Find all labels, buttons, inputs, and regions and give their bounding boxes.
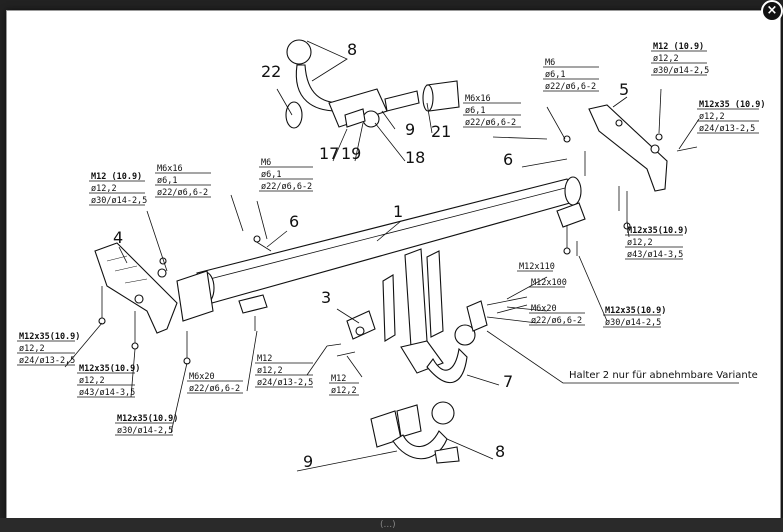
svg-text:M12x35 (10.9): M12x35 (10.9) <box>699 100 766 110</box>
svg-text:M12x100: M12x100 <box>531 278 567 288</box>
part-label-9-bottom: 9 <box>303 452 313 471</box>
svg-text:ø12,2: ø12,2 <box>91 184 117 194</box>
bottom-fixed-ball <box>370 401 460 464</box>
spec-center-m12: M12 ø12,2 ø24/ø13-2,5 <box>255 354 313 388</box>
spec-left-m12: M12 (10.9) ø12,2 ø30/ø14-2,5 <box>89 172 147 206</box>
part-label-8-bottom: 8 <box>495 442 505 461</box>
svg-text:M6x16: M6x16 <box>157 164 183 174</box>
svg-text:ø22/ø6,6-2: ø22/ø6,6-2 <box>531 316 582 326</box>
svg-text:ø43/ø14-3,5: ø43/ø14-3,5 <box>627 250 683 260</box>
part-label-6-right: 6 <box>503 150 513 169</box>
part-label-6-left: 6 <box>289 212 299 231</box>
part-label-17: 17 <box>319 144 339 163</box>
svg-text:ø12,2: ø12,2 <box>79 376 105 386</box>
svg-text:M12x35(10.9): M12x35(10.9) <box>79 364 140 374</box>
spec-left-m6x16: M6x16 ø6,1 ø22/ø6,6-2 <box>155 164 211 198</box>
svg-text:ø30/ø14-2,5: ø30/ø14-2,5 <box>117 426 173 436</box>
part-label-9-top: 9 <box>405 120 415 139</box>
right-bracket-part <box>588 104 668 192</box>
svg-text:M12x35(10.9): M12x35(10.9) <box>627 226 688 236</box>
svg-text:ø24/ø13-2,5: ø24/ø13-2,5 <box>19 356 75 366</box>
svg-text:ø22/ø6,6-2: ø22/ø6,6-2 <box>261 182 312 192</box>
spec-m6x20-right: M6x20 ø22/ø6,6-2 <box>529 304 585 326</box>
part-label-18: 18 <box>405 148 425 167</box>
spec-top-m6x16: M6x16 ø6,1 ø22/ø6,6-2 <box>463 94 521 128</box>
spec-top-m12: M12 (10.9) ø12,2 ø30/ø14-2,5 <box>651 42 709 76</box>
spec-right-m12x35-b: M12x35(10.9) ø30/ø14-2,5 <box>603 306 666 328</box>
left-bracket-part <box>94 242 214 334</box>
svg-text:ø24/ø13-2,5: ø24/ø13-2,5 <box>257 378 313 388</box>
svg-text:ø12,2: ø12,2 <box>331 386 357 396</box>
svg-text:M12: M12 <box>257 354 272 364</box>
part-number-labels: 8 22 9 21 17 19 18 5 6 1 6 4 3 7 9 8 <box>113 40 629 471</box>
svg-text:ø12,2: ø12,2 <box>257 366 283 376</box>
part-label-3: 3 <box>321 288 331 307</box>
top-detachable-ball <box>285 39 460 129</box>
svg-text:ø30/ø14-2,5: ø30/ø14-2,5 <box>91 196 147 206</box>
part-label-4: 4 <box>113 228 123 247</box>
crossbar-part <box>195 176 586 314</box>
part-label-7: 7 <box>503 372 513 391</box>
spec-m12x110: M12x110 <box>517 262 555 272</box>
spec-left-m6: M6 ø6,1 ø22/ø6,6-2 <box>259 158 313 192</box>
svg-text:ø12,2: ø12,2 <box>699 112 725 122</box>
svg-text:M12x35(10.9): M12x35(10.9) <box>605 306 666 316</box>
svg-text:ø12,2: ø12,2 <box>653 54 679 64</box>
spec-m12x100: M12x100 <box>529 278 567 288</box>
spec-top-m6-right: M6 ø6,1 ø22/ø6,6-2 <box>543 58 599 92</box>
svg-text:ø12,2: ø12,2 <box>19 344 45 354</box>
svg-text:M12x35(10.9): M12x35(10.9) <box>117 414 178 424</box>
svg-text:ø6,1: ø6,1 <box>545 70 565 80</box>
close-icon[interactable]: × <box>761 0 783 22</box>
svg-text:ø22/ø6,6-2: ø22/ø6,6-2 <box>157 188 208 198</box>
svg-text:ø12,2: ø12,2 <box>627 238 653 248</box>
svg-text:M6x20: M6x20 <box>189 372 215 382</box>
footer-strip <box>0 518 783 532</box>
svg-text:M12x35(10.9): M12x35(10.9) <box>19 332 80 342</box>
part-label-1: 1 <box>393 202 403 221</box>
detachable-note: Halter 2 nur für abnehmbare Variante <box>569 370 758 381</box>
part-label-22: 22 <box>261 62 281 81</box>
svg-text:M12 (10.9): M12 (10.9) <box>91 172 142 182</box>
spec-center-m12-b: M12 ø12,2 <box>329 374 359 396</box>
svg-text:ø43/ø14-3,5: ø43/ø14-3,5 <box>79 388 135 398</box>
svg-text:ø30/ø14-2,5: ø30/ø14-2,5 <box>605 318 661 328</box>
spec-left-m12x35-c: M12x35(10.9) ø30/ø14-2,5 <box>115 414 178 436</box>
svg-text:ø22/ø6,6-2: ø22/ø6,6-2 <box>189 384 240 394</box>
svg-text:M6: M6 <box>545 58 555 68</box>
part-label-8-top: 8 <box>347 40 357 59</box>
svg-text:M12 (10.9): M12 (10.9) <box>653 42 704 52</box>
svg-text:ø30/ø14-2,5: ø30/ø14-2,5 <box>653 66 709 76</box>
svg-text:M12x110: M12x110 <box>519 262 555 272</box>
footer-tab: (...) <box>380 520 396 530</box>
spec-center-m6x20: M6x20 ø22/ø6,6-2 <box>187 372 243 394</box>
svg-text:ø22/ø6,6-2: ø22/ø6,6-2 <box>465 118 516 128</box>
part-label-21: 21 <box>431 122 451 141</box>
svg-text:M12: M12 <box>331 374 346 384</box>
svg-text:ø22/ø6,6-2: ø22/ø6,6-2 <box>545 82 596 92</box>
svg-text:M6: M6 <box>261 158 271 168</box>
spec-left-m12x35-b: M12x35(10.9) ø12,2 ø43/ø14-3,5 <box>77 364 140 398</box>
part-label-19: 19 <box>341 144 361 163</box>
svg-text:M6x16: M6x16 <box>465 94 491 104</box>
svg-text:ø24/ø13-2,5: ø24/ø13-2,5 <box>699 124 755 134</box>
svg-text:ø6,1: ø6,1 <box>465 106 485 116</box>
svg-text:M6x20: M6x20 <box>531 304 557 314</box>
center-housing-part <box>346 248 488 384</box>
part-label-5: 5 <box>619 80 629 99</box>
bolts <box>98 133 698 365</box>
diagram-frame: 8 22 9 21 17 19 18 5 6 1 6 4 3 7 9 8 Hal… <box>6 10 781 520</box>
spec-left-m12x35: M12x35(10.9) ø12,2 ø24/ø13-2,5 <box>17 332 80 366</box>
svg-text:ø6,1: ø6,1 <box>261 170 281 180</box>
tow-bar-exploded-diagram: 8 22 9 21 17 19 18 5 6 1 6 4 3 7 9 8 Hal… <box>17 39 766 472</box>
svg-text:ø6,1: ø6,1 <box>157 176 177 186</box>
spec-right-m12x35-a: M12x35(10.9) ø12,2 ø43/ø14-3,5 <box>625 226 688 260</box>
spec-top-m12x35: M12x35 (10.9) ø12,2 ø24/ø13-2,5 <box>697 100 766 134</box>
